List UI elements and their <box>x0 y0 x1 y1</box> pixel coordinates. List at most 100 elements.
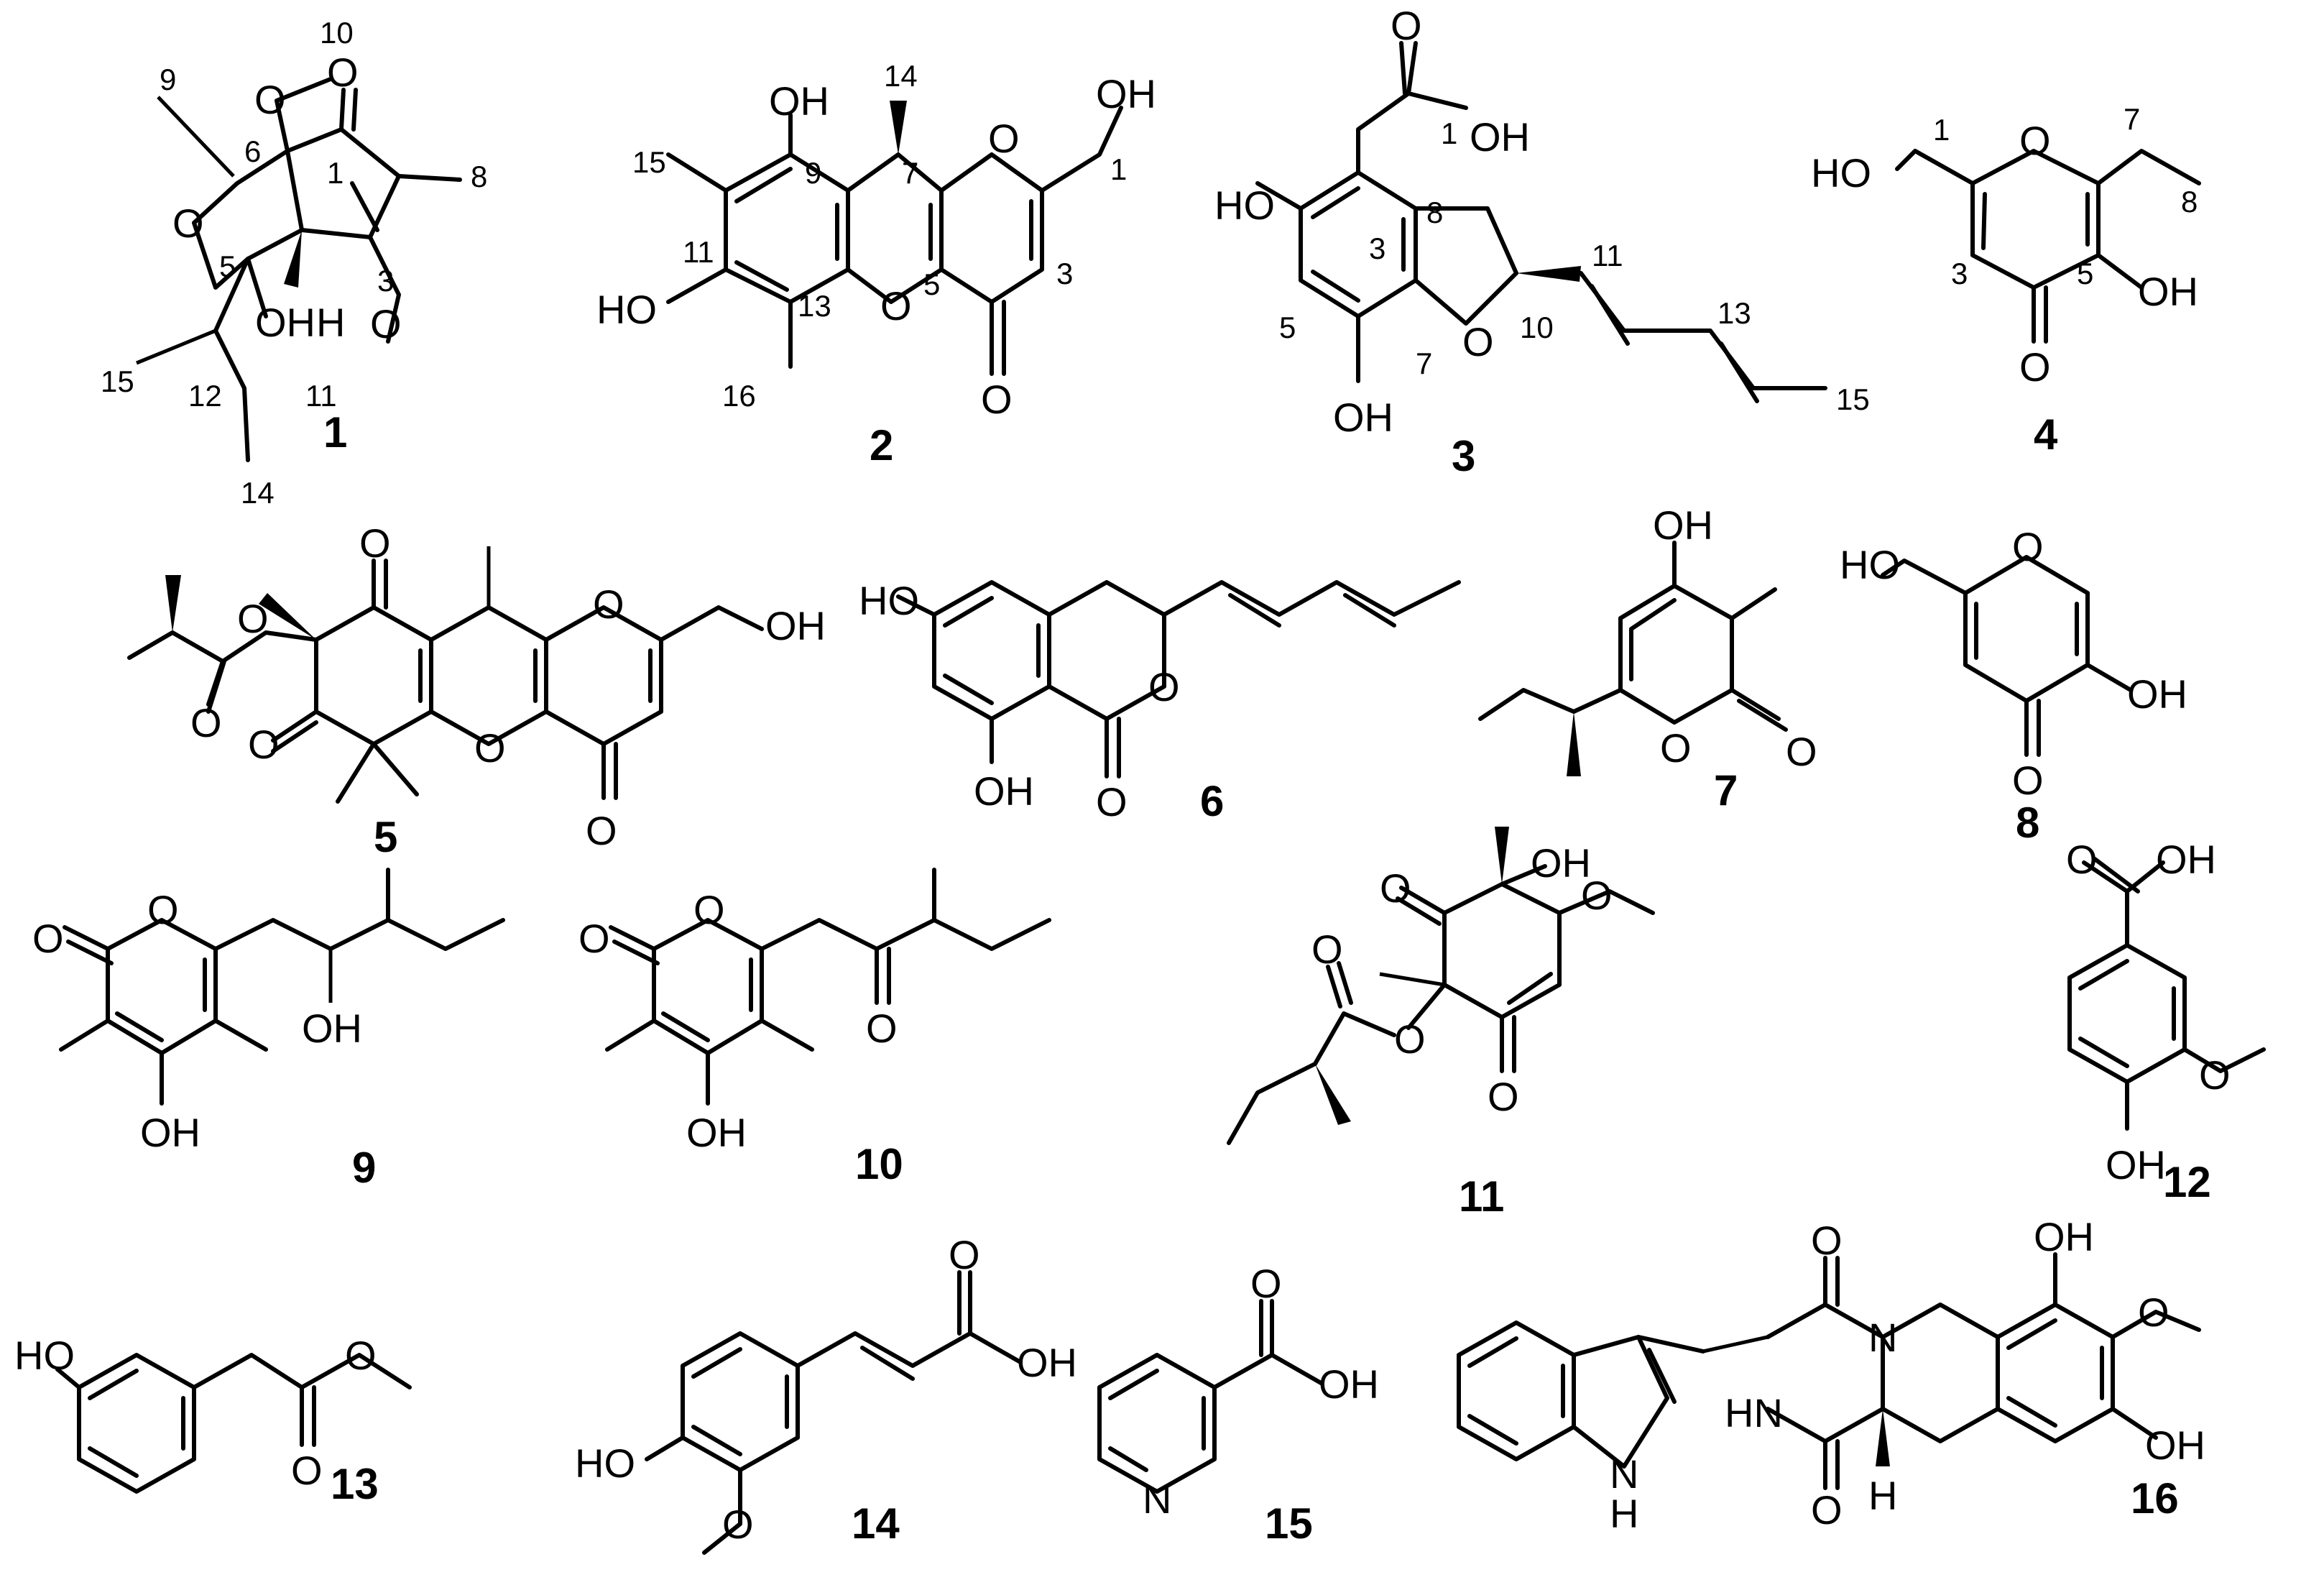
compound-8-id: 8 <box>2016 799 2039 847</box>
compound-7-structure: OH O O 7 <box>1478 502 1817 814</box>
compound-16-atom-O-methoxy: O <box>2138 1290 2169 1335</box>
compound-12-atom-OH-acid: OH <box>2156 837 2216 882</box>
compound-1-label-6: 6 <box>244 134 261 168</box>
compound-2-label-3: 3 <box>1056 257 1073 290</box>
compound-1-label-15: 15 <box>101 364 134 398</box>
compound-2-id: 2 <box>870 421 893 469</box>
compound-8-atom-OH: OH <box>2127 671 2187 717</box>
compound-3-label-1: 1 <box>1441 116 1457 150</box>
compound-1-label-12: 12 <box>188 379 222 413</box>
compound-1-label-11: 11 <box>305 379 337 413</box>
compound-7-atom-O-ring: O <box>1660 725 1692 771</box>
compound-7-atom-OH: OH <box>1653 502 1713 548</box>
compound-14-atom-HO: HO <box>575 1441 635 1486</box>
compound-4-label-1: 1 <box>1933 113 1950 147</box>
compound-10-atom-O-carbonyl: O <box>578 916 610 961</box>
compound-13-atom-HO: HO <box>14 1333 75 1378</box>
compound-16-atom-HN: HN <box>1725 1390 1783 1435</box>
compound-1-atom-O11: O <box>370 301 402 346</box>
compound-5-atom-O-4: O <box>474 725 506 771</box>
compound-3-label-5: 5 <box>1279 311 1296 344</box>
compound-4-label-8: 8 <box>2181 185 2198 219</box>
compound-16-id: 16 <box>2131 1474 2179 1522</box>
compound-2-atom-O-pyran: O <box>988 116 1020 161</box>
compound-2-label-1: 1 <box>1110 152 1127 186</box>
compound-6-atom-O-ring: O <box>1148 664 1180 709</box>
compound-1-label-9: 9 <box>160 63 176 96</box>
compound-7-id: 7 <box>1714 766 1738 814</box>
compound-15-atom-N: N <box>1143 1476 1171 1522</box>
compound-15-id: 15 <box>1265 1499 1313 1548</box>
compound-1-atom-H: H <box>316 300 345 345</box>
compound-15-atom-O-carbonyl: O <box>1250 1261 1282 1306</box>
compound-14-atom-O-carbonyl: O <box>949 1232 980 1277</box>
compound-9-atom-OH-ring: OH <box>140 1110 200 1155</box>
compound-16-atom-H-stereo: H <box>1868 1473 1897 1518</box>
compound-4-label-3: 3 <box>1951 257 1968 290</box>
compound-3-label-7: 7 <box>1416 346 1432 380</box>
compound-1-label-5: 5 <box>219 249 236 283</box>
compound-2-structure: OH OH HO O O O 14 15 9 7 1 11 13 5 3 16 … <box>596 59 1156 469</box>
compound-1-atom-OH: OH <box>255 300 315 345</box>
compound-2-label-16: 16 <box>722 379 756 413</box>
compound-5-atom-O-2: O <box>593 582 624 627</box>
compound-4-structure: HO O O OH 1 7 8 3 5 4 <box>1811 102 2201 459</box>
compound-2-label-7: 7 <box>902 156 918 190</box>
compound-5-structure: O O O O OH O O O 5 <box>127 520 826 861</box>
compound-3-label-8: 8 <box>1426 196 1443 229</box>
compound-6-atom-O-carbonyl: O <box>1096 779 1128 824</box>
compound-16-structure: O OH N O HN OH N H H O 16 <box>1457 1214 2205 1536</box>
compound-5-atom-O-3: O <box>586 808 617 853</box>
compound-12-structure: O OH O OH 12 <box>2066 837 2266 1206</box>
compound-1-label-10: 10 <box>320 16 354 50</box>
compound-5-atom-OH: OH <box>765 603 826 648</box>
compound-3-structure: O OH HO O OH 1 3 8 11 13 5 10 7 15 3 <box>1214 3 1870 480</box>
compound-16-atom-N-indole: N <box>1610 1451 1638 1497</box>
compound-11-id: 11 <box>1459 1172 1504 1221</box>
compound-2-atom-O-ether: O <box>880 283 912 329</box>
compound-3-label-15: 15 <box>1836 382 1870 416</box>
compound-10-atom-OH: OH <box>686 1110 747 1155</box>
compound-15-structure: O OH N 15 <box>1097 1261 1379 1548</box>
compound-13-id: 13 <box>331 1460 379 1508</box>
compound-6-structure: HO O OH O 6 <box>859 578 1461 825</box>
compound-7-atom-O-carbonyl: O <box>1786 729 1817 774</box>
compound-4-label-5: 5 <box>2077 257 2093 290</box>
compound-2-label-9: 9 <box>805 156 821 190</box>
compound-6-atom-OH: OH <box>974 768 1034 814</box>
compound-4-label-7: 7 <box>2124 102 2140 136</box>
compound-16-atom-OH-top: OH <box>2034 1214 2094 1259</box>
compound-4-atom-O-carbonyl: O <box>2019 344 2051 390</box>
compound-3-label-3: 3 <box>1369 231 1385 265</box>
compound-16-atom-OH-bottom: OH <box>2145 1423 2205 1468</box>
compound-2-atom-HO-11: HO <box>596 287 657 332</box>
compound-1-label-14: 14 <box>241 476 275 510</box>
compound-5-id: 5 <box>374 813 397 861</box>
compound-5-atom-O-6: O <box>237 596 269 641</box>
compound-16-atom-H-indole: H <box>1610 1491 1638 1536</box>
compound-2-label-13: 13 <box>798 289 831 323</box>
compound-9-id: 9 <box>352 1144 376 1192</box>
compound-13-atom-O-carbonyl: O <box>291 1448 323 1493</box>
compound-9-atom-O-ring: O <box>147 887 179 932</box>
compound-12-atom-O-carbonyl: O <box>2066 837 2098 882</box>
compound-14-id: 14 <box>852 1499 900 1548</box>
compound-11-atom-O-ketone-1: O <box>1380 865 1411 911</box>
compound-8-atom-O-carbonyl: O <box>2012 758 2044 803</box>
compound-4-atom-OH: OH <box>2138 269 2198 314</box>
compound-10-atom-O-ring: O <box>693 887 725 932</box>
compound-5-atom-O-5: O <box>248 722 280 767</box>
compound-6-id: 6 <box>1200 777 1224 825</box>
compound-11-atom-O-methoxy: O <box>1581 873 1613 918</box>
compound-12-atom-OH: OH <box>2106 1142 2166 1187</box>
compound-12-atom-O-methoxy: O <box>2199 1052 2231 1098</box>
compound-10-atom-O-ketone: O <box>866 1006 898 1051</box>
compound-9-structure: O O OH OH 9 <box>32 868 505 1192</box>
compound-14-atom-OH-acid: OH <box>1017 1340 1077 1385</box>
compound-3-label-11: 11 <box>1592 239 1623 272</box>
compound-11-atom-O-ester-carbonyl: O <box>1311 927 1343 972</box>
compound-6-atom-HO: HO <box>859 578 919 623</box>
compound-5-atom-O-1: O <box>359 520 391 566</box>
compound-4-atom-O-ring: O <box>2019 118 2051 163</box>
